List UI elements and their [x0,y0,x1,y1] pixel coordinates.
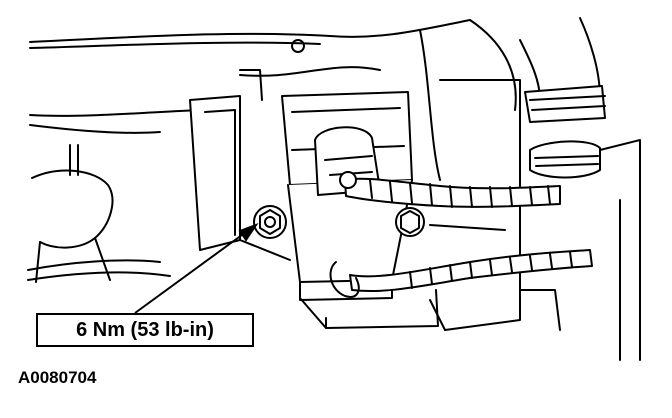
wiring-harness-lower [329,249,593,298]
bolt-left [253,205,287,239]
torque-callout: 6 Nm (53 lb-in) [36,313,254,347]
torque-label: 6 Nm (53 lb-in) [76,318,214,341]
engine-background [27,19,517,283]
wiring-harness-upper [344,177,561,208]
mounting-plate [299,289,439,329]
bolt-right [395,207,425,237]
coolant-hose [519,17,641,361]
connector-plug [339,171,357,189]
figure-id: A0080704 [18,368,97,387]
mounting-bracket [189,69,291,261]
callout-leader [134,222,259,314]
